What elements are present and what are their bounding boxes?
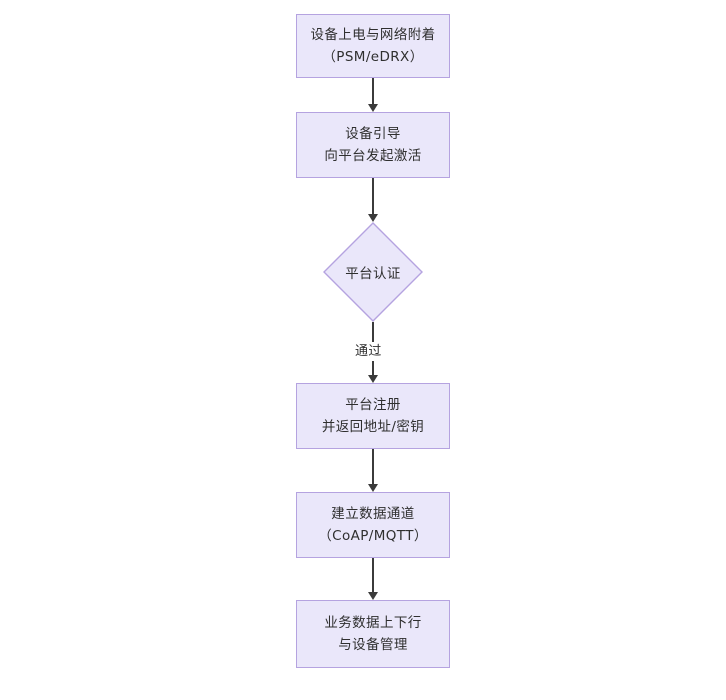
diamond-shape [323, 222, 423, 322]
node-business-data-line1: 业务数据上下行 [324, 615, 422, 631]
connector-register-to-channel [372, 449, 374, 484]
node-business-data-line2: 与设备管理 [338, 637, 408, 653]
connector-bootstrap-to-auth [372, 178, 374, 214]
arrowhead-channel-to-business [368, 592, 378, 600]
node-bootstrap[interactable]: 设备引导 向平台发起激活 [296, 112, 450, 178]
arrowhead-auth-to-register [368, 375, 378, 383]
node-data-channel[interactable]: 建立数据通道 （CoAP/MQTT） [296, 492, 450, 558]
connector-channel-to-business [372, 558, 374, 592]
node-platform-register-line2: 并返回地址/密钥 [321, 419, 425, 435]
connector-power-on-to-bootstrap [372, 78, 374, 104]
node-business-data[interactable]: 业务数据上下行 与设备管理 [296, 600, 450, 668]
node-platform-register-line1: 平台注册 [345, 397, 401, 413]
node-platform-auth-label: 平台认证 [345, 266, 401, 282]
arrowhead-register-to-channel [368, 484, 378, 492]
node-bootstrap-line2: 向平台发起激活 [324, 148, 422, 164]
edge-label-pass: 通过 [352, 342, 385, 361]
node-platform-register[interactable]: 平台注册 并返回地址/密钥 [296, 383, 450, 449]
arrowhead-bootstrap-to-auth [368, 214, 378, 222]
node-power-on[interactable]: 设备上电与网络附着 （PSM/eDRX） [296, 14, 450, 78]
node-bootstrap-line1: 设备引导 [345, 126, 401, 142]
node-power-on-line2: （PSM/eDRX） [322, 49, 424, 65]
node-power-on-line1: 设备上电与网络附着 [310, 27, 436, 43]
node-platform-auth[interactable]: 平台认证 [323, 222, 423, 322]
node-data-channel-line2: （CoAP/MQTT） [318, 528, 428, 544]
node-data-channel-line1: 建立数据通道 [331, 506, 415, 522]
arrowhead-power-on-to-bootstrap [368, 104, 378, 112]
